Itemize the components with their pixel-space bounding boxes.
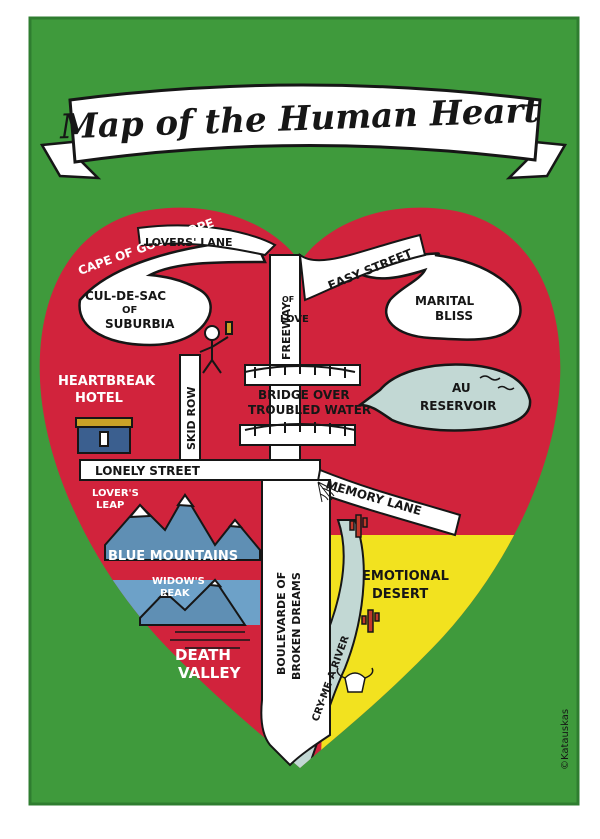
label-marital-bliss-2: BLISS [435,309,473,323]
cactus-icon-small [361,609,380,633]
label-death-valley-1: DEATH [175,646,231,664]
label-heartbreak-hotel-1: HEARTBREAK [58,374,156,389]
label-cul-de-sac-1: CUL-DE-SAC [85,289,166,303]
frame-border [28,16,580,806]
label-cul-de-sac-3: SUBURBIA [105,317,175,331]
cactus-icon [349,514,368,538]
title-banner [39,83,568,180]
label-widows-peak-1: WIDOW'S [152,576,205,587]
road-network [79,224,462,767]
signature: ©Katauskas [560,709,571,770]
label-reservoir: RESERVOIR [420,399,497,413]
label-troubled-water: TROUBLED WATER [248,403,371,417]
label-desert: DESERT [372,587,428,602]
label-freeway-of-love: FREEWAY [280,301,293,360]
label-lovers-leap-2: LEAP [96,500,124,511]
label-lovers-leap-1: LOVER'S [92,488,139,499]
blue-mountains-icon [104,493,261,561]
au-reservoir [356,363,532,432]
marital-bliss-region [342,252,522,341]
label-marital-bliss-1: MARITAL [415,294,474,308]
label-widows-peak-2: PEAK [160,588,191,599]
cow-skull-icon [336,667,374,693]
cul-de-sac-region [78,238,267,347]
death-valley-ground [170,631,250,649]
label-bridge-over: BRIDGE OVER [258,388,350,402]
heartbreak-hotel-icon [75,417,133,454]
label-skid-row: SKID ROW [185,387,198,450]
bridge-structure [244,363,356,436]
widows-peak-icon [139,578,247,626]
label-boulevarde-1: BOULEVARDE OF [275,572,288,675]
label-boulevarde-2: BROKEN DREAMS [290,572,303,680]
label-freeway-love: LOVE [280,314,309,325]
label-lonely-street: LONELY STREET [95,464,201,478]
spider-web-icon [317,481,339,503]
label-heartbreak-hotel-2: HOTEL [75,391,123,406]
label-blue-mountains: BLUE MOUNTAINS [108,549,238,564]
label-au: AU [452,381,471,395]
label-emotional: EMOTIONAL [362,569,449,584]
label-lovers-lane: LOVERS' LANE [145,236,233,249]
label-cul-de-sac-2: OF [122,305,137,316]
label-death-valley-2: VALLEY [178,664,242,682]
label-freeway-of: OF [282,295,294,304]
person-drinking-icon [199,321,233,374]
water-ripples [479,375,515,391]
